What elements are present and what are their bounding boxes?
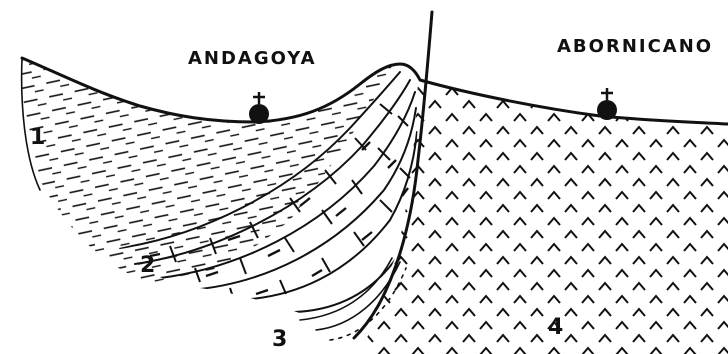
unit-label-1: 1	[30, 125, 45, 150]
unit-label-2: 2	[140, 253, 155, 278]
church-icon	[597, 88, 617, 120]
church-icon	[249, 92, 269, 124]
place-label-abornicano: ABORNICANO	[557, 36, 713, 57]
unit-label-3: 3	[272, 327, 287, 352]
unit-label-4: 4	[548, 315, 563, 340]
place-label-andagoya: ANDAGOYA	[188, 48, 317, 69]
